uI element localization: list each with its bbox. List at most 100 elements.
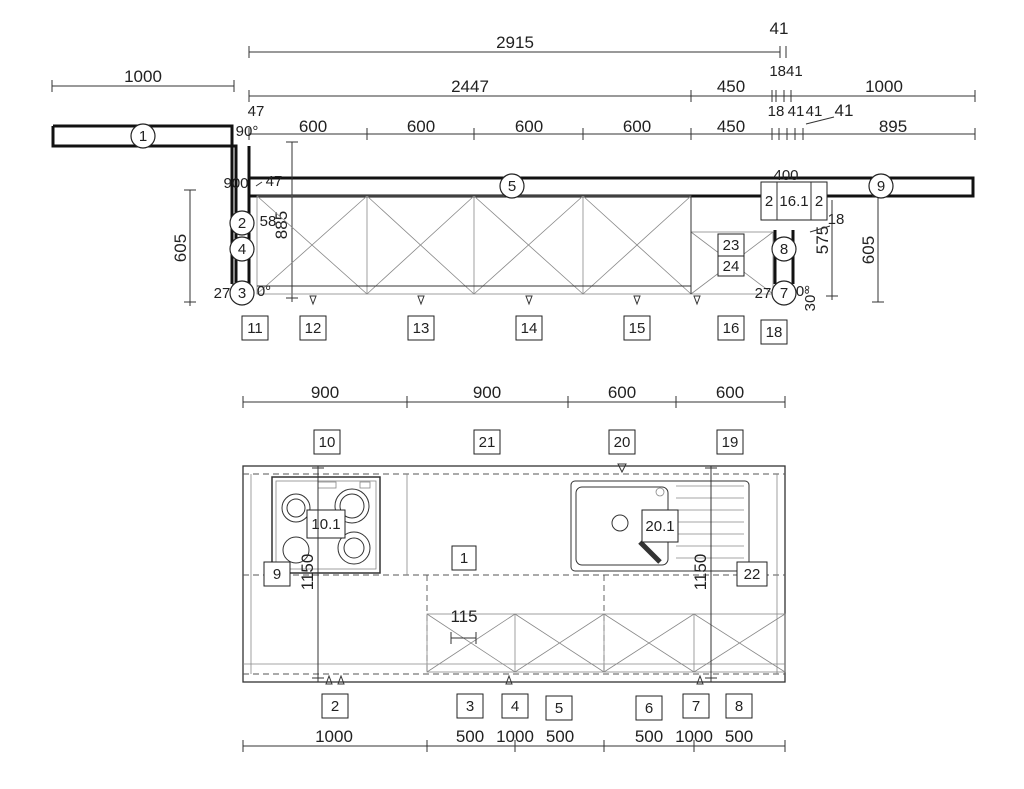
plan-dim-1000-c: 1000	[675, 727, 713, 746]
box-label-24: 24	[723, 258, 740, 275]
plan-dim-115: 115	[450, 607, 477, 626]
circle-label-7: 7	[780, 285, 788, 302]
label-0deg-left: 0°	[257, 283, 271, 300]
dim-1000-right: 1000	[865, 77, 903, 96]
worktop-rail	[249, 176, 975, 198]
label-27-left: 27	[214, 285, 231, 302]
label-0deg-right: 0°	[796, 283, 810, 300]
plan-box-labels-inner: 1 9 22	[263, 545, 768, 587]
plan-box-label-1: 1	[460, 550, 468, 567]
plan-feet-markers	[325, 674, 704, 685]
wall-left	[51, 124, 251, 285]
plan-box-label-3: 3	[466, 698, 474, 715]
plan-dim-500-a: 500	[456, 727, 484, 746]
dim-605-left-label: 605	[171, 234, 190, 262]
plan-dim-500-b: 500	[546, 727, 574, 746]
box-label-12: 12	[305, 320, 322, 337]
plan-dim-900-b: 900	[473, 383, 501, 402]
circle-labels: 1 2 3 4 5 7 8 9	[130, 123, 894, 306]
dim-600-c: 600	[515, 117, 543, 136]
plan-dim-1150-right: 1150	[691, 466, 717, 682]
plan-box-label-4: 4	[511, 698, 519, 715]
angle-30: 30°	[802, 289, 819, 312]
plan-box-label-6: 6	[645, 700, 653, 717]
dim-885-label: 885	[272, 211, 291, 239]
dim-600-a: 600	[299, 117, 327, 136]
plan-dim-500-d: 500	[725, 727, 753, 746]
plan-dim-600-b: 600	[716, 383, 744, 402]
plan-box-label-10: 10	[319, 434, 336, 451]
label-27-right: 27	[755, 285, 772, 302]
dim-41-b: 41	[806, 103, 823, 120]
box-label-2-right: 2	[815, 193, 823, 210]
plan-dim-1000-a: 1000	[315, 727, 353, 746]
base-cabinets	[256, 195, 774, 295]
dim-575: 575 18	[813, 200, 844, 300]
dim-row-1: 2915 41	[248, 19, 789, 58]
plan-dim-1150-right-label: 1150	[691, 554, 710, 591]
plan-dim-1150-left-label: 1150	[298, 554, 317, 591]
circle-label-3: 3	[238, 285, 246, 302]
plan-dim-1000-b: 1000	[496, 727, 534, 746]
circle-label-2: 2	[238, 215, 246, 232]
box-labels-elevation: 11 12 13 14 15 16 18 23 24 16.1 2 2	[241, 193, 823, 345]
box-label-18: 18	[766, 324, 783, 341]
dim-605-left: 605	[171, 189, 196, 306]
box-label-11: 11	[247, 320, 263, 337]
dim-2447: 2447	[451, 77, 489, 96]
dim-18: 18	[768, 103, 785, 120]
plan-box-label-22: 22	[744, 566, 761, 583]
circle-label-1: 1	[139, 128, 147, 145]
box-label-2-left: 2	[765, 193, 773, 210]
plan-box-label-19: 19	[722, 434, 739, 451]
dim-600-b: 600	[407, 117, 435, 136]
island-plan: 115	[242, 465, 786, 683]
plan-box-label-2: 2	[331, 698, 339, 715]
plan-dim-500-c: 500	[635, 727, 663, 746]
plan-box-label-5: 5	[555, 700, 563, 717]
dim-575-label: 575	[813, 226, 832, 254]
dim-450-row3: 450	[717, 117, 745, 136]
plan-dim-1150-left: 1150	[298, 466, 324, 682]
dim-885: 885	[272, 141, 298, 302]
box-label-13: 13	[413, 320, 430, 337]
elevation-small-labels: 90° 900 47 27 0° 27 0° 30° 400 58	[214, 123, 819, 311]
dim-41-a: 41	[788, 103, 805, 120]
dim-1000-left: 1000	[124, 67, 162, 86]
plan-box-labels-bottom: 2 3 4 5 6 7 8	[321, 693, 753, 721]
box-label-23: 23	[723, 237, 740, 254]
plan-box-label-9: 9	[273, 566, 281, 583]
plan-box-label-7: 7	[692, 698, 700, 715]
dim-47: 47	[248, 103, 265, 120]
dim-450-row2: 450	[717, 77, 745, 96]
feet-markers	[309, 295, 701, 306]
dim-58: 58	[260, 213, 277, 230]
circle-label-4: 4	[238, 241, 246, 258]
plan-dim-600-a: 600	[608, 383, 636, 402]
dim-row-2: 1000 2447 450 1841 1000	[51, 63, 976, 102]
box-label-16: 16	[723, 320, 740, 337]
dim-895: 895	[879, 117, 907, 136]
dim-605-right: 605	[859, 195, 884, 303]
plan-dims-top: 900 900 600 600	[242, 383, 786, 408]
cooktop: 10.1	[271, 476, 381, 574]
dim-1841: 1841	[769, 63, 802, 80]
label-400: 400	[773, 167, 798, 184]
plan-box-labels-top: 10 21 20 19	[313, 429, 744, 455]
dim-18-side: 18	[828, 211, 845, 228]
sink: 20.1	[570, 463, 750, 572]
plan-dim-900-a: 900	[311, 383, 339, 402]
plan-dims-bottom: 1000 500 1000 500 500 1000 500	[242, 727, 786, 752]
dim-41-top: 41	[770, 19, 789, 38]
rail-detail	[760, 181, 828, 221]
plan-box-label-20-1: 20.1	[645, 518, 674, 535]
circle-label-5: 5	[508, 178, 516, 195]
circle-label-9: 9	[877, 178, 885, 195]
plan-box-label-20: 20	[614, 434, 631, 451]
dim-2915: 2915	[496, 33, 534, 52]
dim-row-3: 47 600 600 600 600 450 18 41 41 41 895	[248, 101, 976, 140]
box-label-16-1: 16.1	[779, 193, 808, 210]
plan-box-label-8: 8	[735, 698, 743, 715]
box-label-14: 14	[521, 320, 538, 337]
circle-label-8: 8	[780, 241, 788, 258]
